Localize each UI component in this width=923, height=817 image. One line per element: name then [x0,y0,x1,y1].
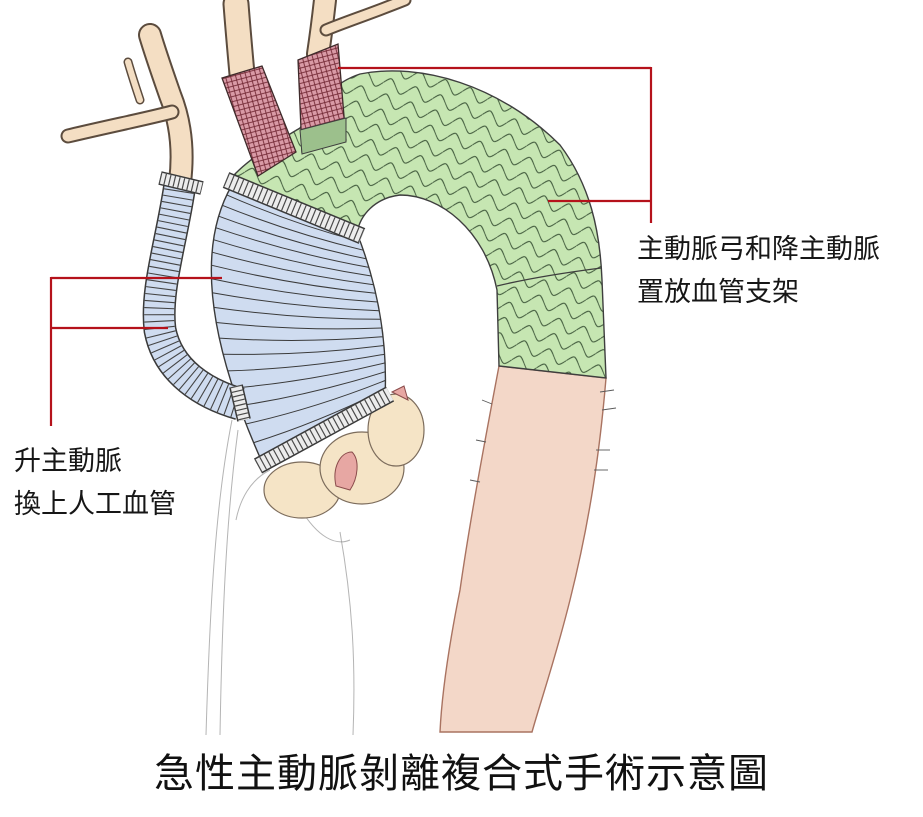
aortic-root [263,385,425,519]
graft-rib [233,362,386,389]
graft-rib [211,278,378,303]
arch-stent-label-line1: 主動脈弓和降主動脈 [637,234,880,265]
descending-aorta [439,365,607,733]
graft-rib [222,204,364,251]
graft-rib [212,292,380,312]
graft-rib [216,322,383,330]
diagram-title: 急性主動脈剝離複合式手術示意圖 [154,751,769,797]
branch-graft-anastomosis [229,384,251,422]
leader-ascending-graft [49,276,222,426]
graft-rib [227,353,385,372]
branch-graft [142,181,245,420]
graft-rib [218,215,367,260]
arch-stent-label-line2: 置放血管支架 [637,277,799,308]
graft-rib [213,306,381,320]
ascending-graft-label-line1: 升主動脈 [14,446,122,477]
graft-collar-bottom [253,386,395,474]
graft-rib [211,251,374,286]
graft-rib [219,336,384,341]
graft-rib [211,264,376,294]
graft-rib [239,371,386,407]
graft-rib [223,345,384,355]
branch-vessels [60,0,412,194]
ascending-graft-label-line2: 換上人工血管 [14,489,176,520]
leader-arch-stent [338,66,653,223]
suture-marks [469,389,617,483]
branch-stent-left [221,65,297,177]
stent-segment-divider [496,267,602,287]
branch-stent-base [299,117,347,155]
graft-rib [213,239,372,277]
graft-rib [245,379,386,425]
graft-collar-top [222,172,366,244]
graft-rib [215,227,369,268]
branch-graft-collar [158,171,204,195]
